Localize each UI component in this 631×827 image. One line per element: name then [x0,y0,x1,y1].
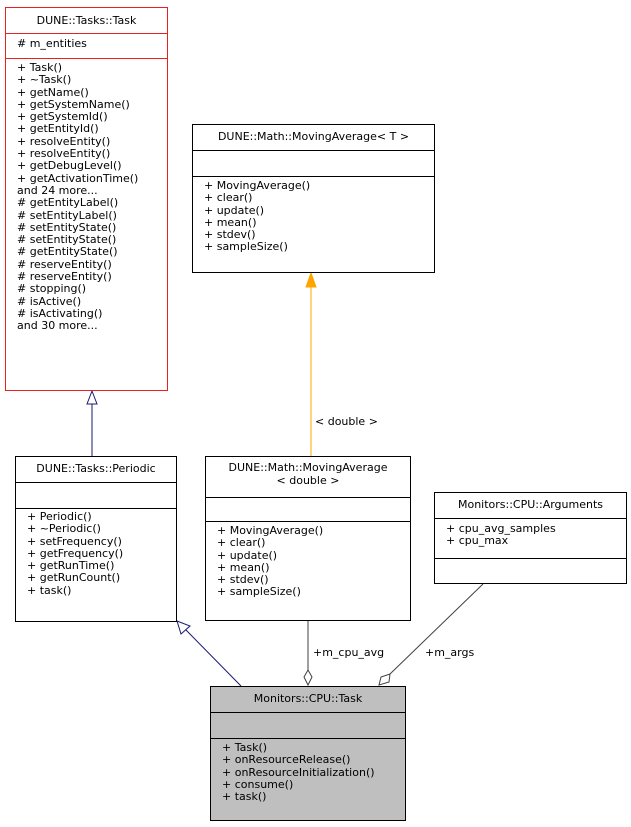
m-args-label: +m_args [425,646,475,659]
class-box-monitors-cpu-task[interactable]: Monitors::CPU::Task + Task()+ onResource… [210,686,406,821]
class-method[interactable]: # isActive() [17,294,82,308]
class-name: DUNE::Tasks::Task [36,14,137,27]
methods-section: + Task()+ onResourceRelease()+ onResourc… [211,738,405,805]
attributes-section: + cpu_avg_samples+ cpu_max [435,518,626,558]
attributes-section [206,497,410,521]
class-method[interactable]: + setFrequency() [27,534,122,548]
class-method[interactable]: + getRunCount() [27,571,121,585]
class-attribute[interactable]: + cpu_avg_samples [446,522,556,535]
class-name: DUNE::Math::MovingAverage< T > [217,130,410,143]
attributes-section [16,482,176,508]
class-method[interactable]: + update() [204,203,265,217]
class-method[interactable]: + getFrequency() [27,546,124,560]
class-method[interactable]: + ~Periodic() [27,522,101,536]
class-box-moving-average-double[interactable]: DUNE::Math::MovingAverage < double > + M… [205,456,411,621]
class-method[interactable]: # isActivating() [17,306,103,320]
class-method[interactable]: + getActivationTime() [17,171,139,185]
aggregation-diamond-icon [378,673,391,686]
class-attribute[interactable]: + cpu_max [446,534,509,548]
class-name-line-1: DUNE::Math::MovingAverage [228,461,388,474]
class-name: Monitors::CPU::Task [253,692,363,705]
methods-section: + Periodic()+ ~Periodic()+ setFrequency(… [16,508,176,599]
inheritance-edge-cputask-periodic [185,629,242,687]
class-box-monitors-cpu-arguments[interactable]: Monitors::CPU::Arguments + cpu_avg_sampl… [434,492,627,584]
class-method[interactable]: + resolveEntity() [17,134,111,148]
class-name: DUNE::Math::MovingAverage < double > [206,457,410,497]
class-method[interactable]: + sampleSize() [217,585,301,599]
aggregation-diamond-icon [303,668,313,687]
attributes-section [193,150,434,176]
template-binding-label: < double > [315,415,378,428]
class-method[interactable]: + ~Task() [17,73,72,87]
class-method[interactable]: + getSystemId() [17,110,108,124]
class-method[interactable]: + sampleSize() [204,240,288,254]
methods-section: + Task()+ ~Task()+ getName()+ getSystemN… [6,58,167,335]
class-method[interactable]: + MovingAverage() [204,179,311,192]
attributes-section: # m_entities [6,33,167,58]
class-method[interactable]: # reserveEntity() [17,257,112,271]
class-method[interactable]: # setEntityState() [17,233,117,247]
class-method[interactable]: + resolveEntity() [17,147,111,161]
class-method[interactable]: and 30 more... [17,319,98,333]
class-name: Monitors::CPU::Arguments [457,498,604,511]
class-method[interactable]: + consume() [222,777,294,791]
class-method[interactable]: + clear() [204,191,253,205]
class-method[interactable]: + update() [217,548,278,562]
class-method[interactable]: + getEntityId() [17,122,99,136]
class-method[interactable]: + Task() [222,741,268,754]
class-method[interactable]: # getEntityState() [17,245,118,259]
class-method[interactable]: + getRunTime() [27,559,115,573]
class-method[interactable]: + getName() [17,85,89,99]
m-cpu-avg-label: +m_cpu_avg [313,646,385,659]
class-method[interactable]: + task() [27,583,72,597]
template-arrow-icon [305,271,317,288]
class-method[interactable]: + mean() [217,560,270,574]
class-method[interactable]: + stdev() [204,228,256,242]
attributes-section [211,712,405,738]
class-method[interactable]: and 24 more... [17,183,98,197]
class-method[interactable]: # reserveEntity() [17,270,112,284]
class-method[interactable]: + getDebugLevel() [17,159,122,173]
inheritance-arrow-icon [86,389,98,405]
class-box-moving-average-t[interactable]: DUNE::Math::MovingAverage< T > + MovingA… [192,124,435,273]
usage-edge-m-args [389,583,484,675]
class-name: DUNE::Tasks::Periodic [36,462,156,475]
methods-section: + MovingAverage()+ clear()+ update()+ me… [193,176,434,256]
methods-section [435,558,626,577]
class-method[interactable]: # getEntityLabel() [17,196,119,210]
class-method[interactable]: + onResourceRelease() [222,753,351,767]
class-method[interactable]: + clear() [217,536,266,550]
class-name-line-2: < double > [276,474,340,487]
class-method[interactable]: + mean() [204,215,257,229]
class-method[interactable]: + onResourceInitialization() [222,765,375,779]
class-method[interactable]: + Periodic() [27,510,92,523]
methods-section: + MovingAverage()+ clear()+ update()+ me… [206,521,410,601]
class-method[interactable]: # setEntityLabel() [17,208,117,222]
class-method[interactable]: + getSystemName() [17,97,130,111]
class-method[interactable]: + task() [222,790,267,804]
class-method[interactable]: + Task() [17,61,63,74]
class-attribute[interactable]: # m_entities [17,37,87,50]
class-method[interactable]: # setEntityState() [17,220,117,234]
class-method[interactable]: + MovingAverage() [217,524,324,537]
class-box-dune-tasks-periodic[interactable]: DUNE::Tasks::Periodic + Periodic()+ ~Per… [15,456,177,622]
class-method[interactable]: + stdev() [217,573,269,587]
inheritance-arrow-icon [176,620,191,635]
class-box-dune-tasks-task[interactable]: DUNE::Tasks::Task # m_entities + Task()+… [5,7,168,391]
class-method[interactable]: # stopping() [17,282,87,296]
